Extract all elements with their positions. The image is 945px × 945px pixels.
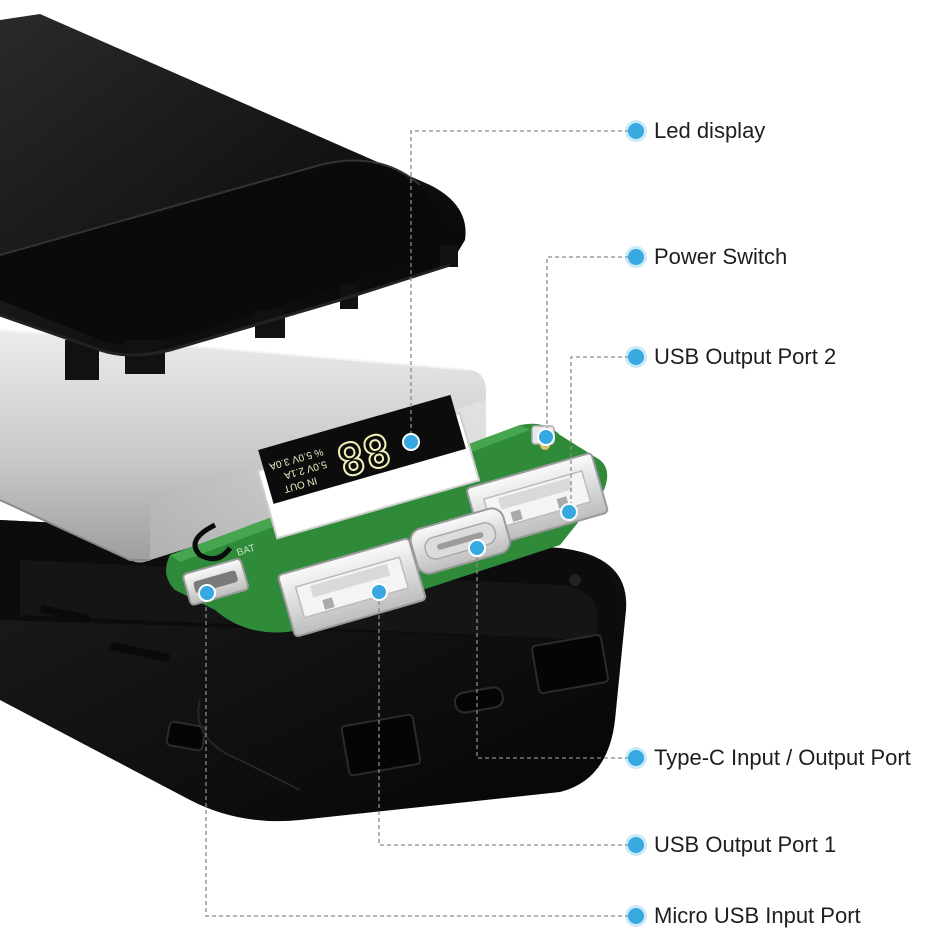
- callout-label-usb-output-2: USB Output Port 2: [654, 344, 837, 369]
- anchor-dots: [198, 428, 578, 602]
- callout-label-type-c: Type-C Input / Output Port: [654, 745, 911, 770]
- callout-dot-led-display: [628, 123, 644, 139]
- anchor-dot-micro-usb: [198, 584, 216, 602]
- callout-label-usb-output-1: USB Output Port 1: [654, 832, 837, 857]
- top-shell: [0, 14, 466, 380]
- leader-lines: [205, 130, 636, 917]
- leader-line-led-display: [410, 130, 636, 440]
- leader-line-micro-usb: [205, 592, 636, 917]
- callout-dot-usb-output-2: [628, 349, 644, 365]
- callout-label-micro-usb: Micro USB Input Port: [654, 903, 861, 928]
- callout-dot-micro-usb: [628, 908, 644, 924]
- callout-label-power-switch: Power Switch: [654, 244, 788, 269]
- anchor-dot-led-display: [402, 433, 420, 451]
- callout-label-led-display: Led display: [654, 118, 766, 143]
- led-display-module: % 5.0V 3.0A 5.0V 2.1A IN OUT 88: [256, 394, 481, 540]
- leader-line-usb-output-2: [570, 356, 636, 513]
- leader-line-usb-output-1: [378, 592, 636, 846]
- anchor-dot-usb-output-2: [560, 503, 578, 521]
- callout-dot-usb-output-1: [628, 837, 644, 853]
- callout-dot-power-switch: [628, 249, 644, 265]
- usb-port-1-connector: [277, 537, 427, 638]
- type-c-connector: [409, 507, 511, 575]
- anchor-dot-type-c: [468, 539, 486, 557]
- anchor-dot-usb-output-1: [370, 583, 388, 601]
- anchor-dot-power-switch: [537, 428, 555, 446]
- leader-line-power-switch: [546, 256, 636, 435]
- callout-dot-type-c: [628, 750, 644, 766]
- leader-line-type-c: [476, 547, 636, 759]
